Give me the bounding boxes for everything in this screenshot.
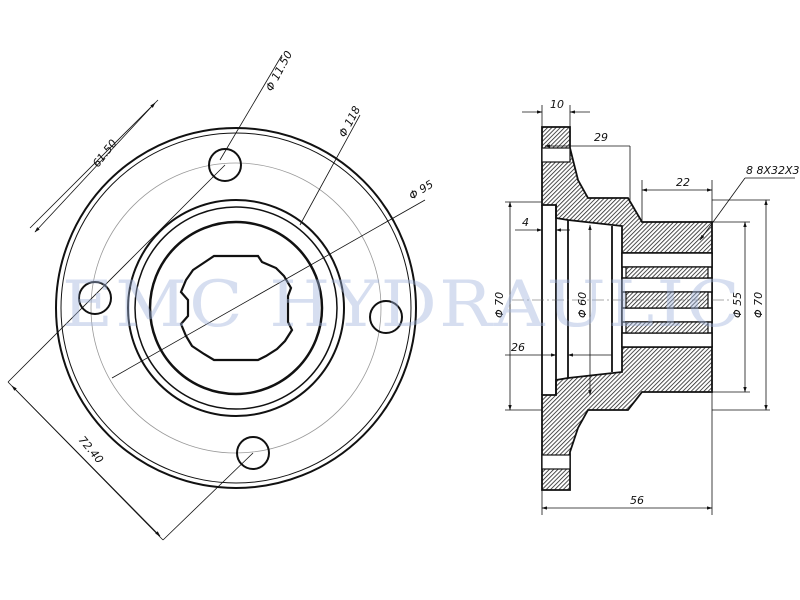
dim-56-label: 56 [630, 494, 644, 507]
hub-circle-inner [148, 220, 324, 396]
dim-phi55-label: Φ 55 [731, 292, 744, 318]
bolt-hole-left [78, 281, 112, 315]
section-lower [541, 346, 713, 491]
dim-pcd-label: Φ 118 [336, 104, 363, 139]
dim-4-label: 4 [522, 216, 529, 229]
side-view [505, 105, 795, 515]
watermark-text: EMC HYDRAULIC [62, 268, 742, 342]
front-view [7, 54, 426, 541]
dim-phi60-label: Φ 60 [576, 292, 589, 318]
dim-29-label: 29 [594, 131, 608, 144]
flange-outer-circle [55, 127, 417, 489]
dim-6150-label: 61.50 [90, 137, 120, 170]
dim-10-label: 10 [550, 98, 564, 111]
bolt-hole-right [369, 300, 403, 334]
bolt-hole-bottom [236, 436, 270, 470]
dim-22-label: 22 [676, 176, 690, 189]
dim-hole-label: Φ 11.50 [263, 49, 295, 94]
hub-circle-outer [127, 199, 345, 417]
side-view-labels: 10 29 22 8 8X32X36 4 26 Φ 70 Φ 60 Φ 55 Φ… [493, 98, 800, 507]
hub-circle-middle [134, 206, 338, 410]
bolt-hole-top [208, 148, 242, 182]
dim-7240-label: 72.40 [76, 434, 106, 466]
dim-spline-label: 8 8X32X36 [746, 164, 800, 177]
front-view-labels: Φ 11.50 Φ 118 Φ 95 61.50 72.40 [76, 49, 436, 466]
dim-outer-label: Φ 95 [407, 178, 436, 203]
dim-26-label: 26 [511, 341, 525, 354]
spline-bore [179, 254, 294, 362]
dim-phi70-right-label: Φ 70 [752, 292, 765, 318]
dim-phi70-left-label: Φ 70 [493, 292, 506, 318]
